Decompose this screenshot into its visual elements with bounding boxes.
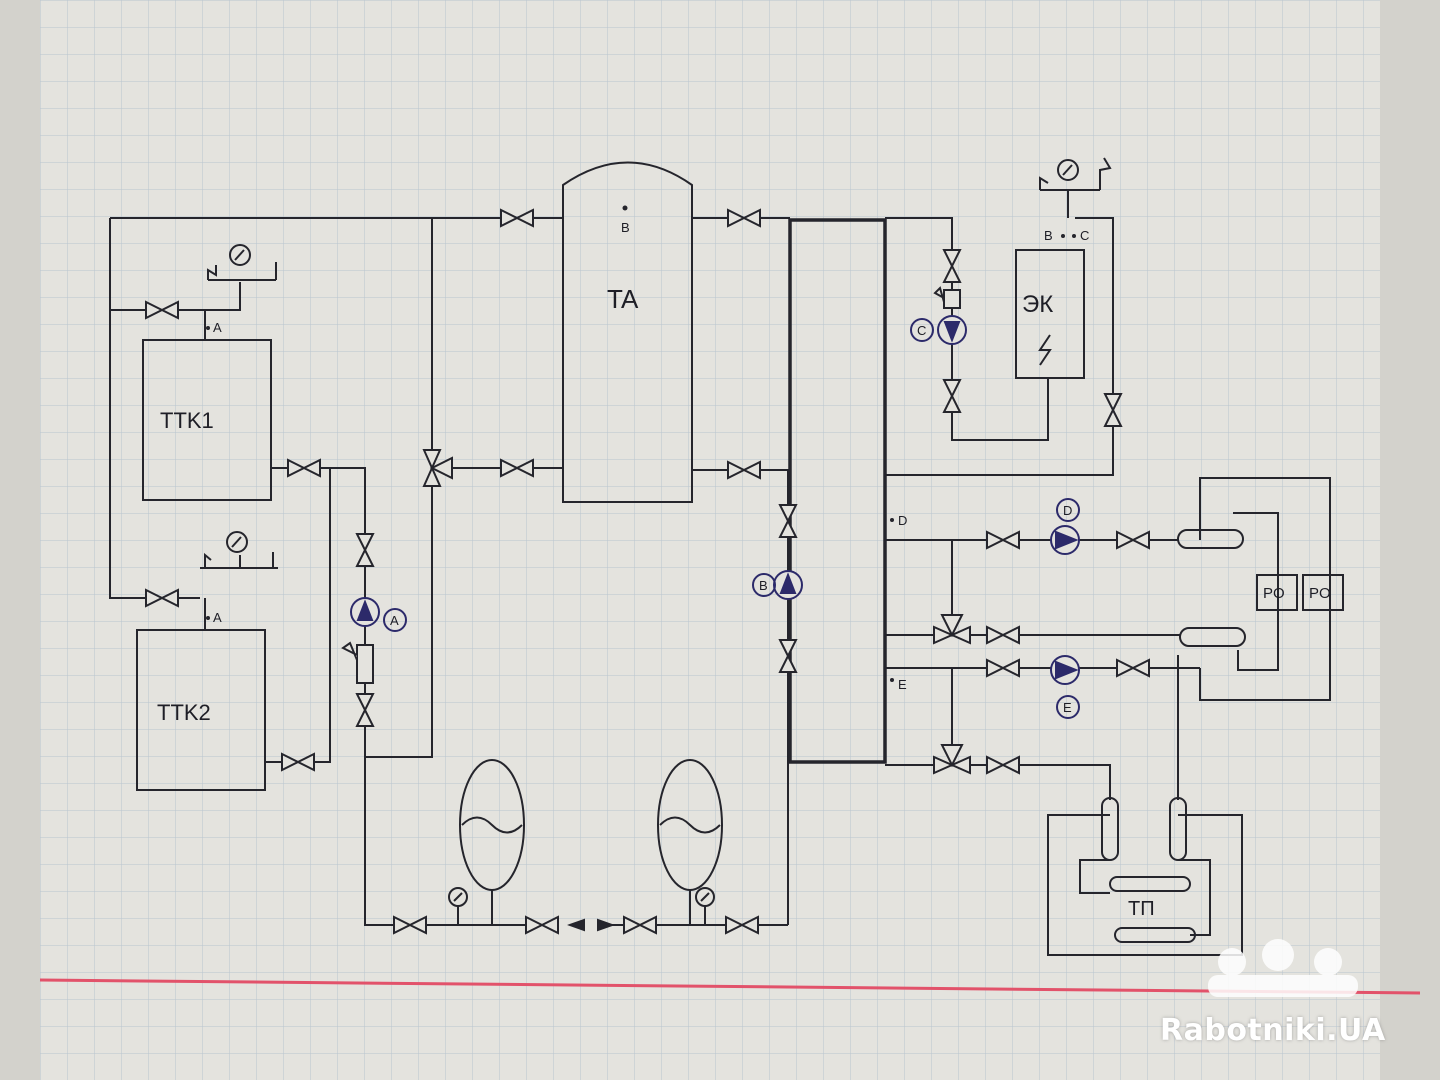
label-tank-accumulator: TA <box>607 284 639 314</box>
boiler-ttk1 <box>142 339 272 501</box>
label-regulator-1: PO <box>1263 585 1285 602</box>
pressure-gauge-icon <box>226 531 248 553</box>
pressure-gauge-icon <box>229 244 251 266</box>
expansion-vessel-1 <box>459 759 525 891</box>
manifold-return <box>1179 627 1246 647</box>
point-d-collector: D <box>898 513 907 528</box>
three-workers-helmet-icon <box>1208 939 1358 997</box>
margin-line <box>39 978 1421 995</box>
pump-c-icon <box>937 315 967 345</box>
manifold-supply <box>1177 529 1244 549</box>
point-a-boiler1: A <box>213 320 222 335</box>
expansion-vessel-2 <box>657 759 723 891</box>
point-b-ek: B <box>1044 228 1053 243</box>
label-floor-heating: ТП <box>1128 898 1155 920</box>
strainer-icons <box>341 286 961 684</box>
point-e-collector: E <box>898 677 907 692</box>
pump-d-label: D <box>1063 503 1072 518</box>
label-boiler-2: TTK2 <box>157 700 211 725</box>
pump-e-icon <box>1050 655 1080 685</box>
label-regulator-2: PO <box>1309 585 1331 602</box>
equipment-labels: TTK1 TTK2 TA ЭК ТП PO PO <box>157 284 1331 920</box>
pump-b-label: B <box>759 578 768 593</box>
pump-labels: A B C D E <box>390 323 1072 715</box>
regulator-2-box <box>1302 574 1344 611</box>
electric-boiler <box>1015 249 1085 379</box>
three-way-valve <box>422 449 971 775</box>
hydraulic-collector <box>788 218 887 764</box>
floor-manifold-left <box>1101 797 1119 861</box>
gauges-and-vents <box>200 157 1112 932</box>
point-a-boiler2: A <box>213 610 222 625</box>
pump-a-icon <box>350 597 380 627</box>
point-b-tank: B <box>621 220 630 235</box>
floor-loop-pipe-2 <box>1114 927 1196 943</box>
label-electric-boiler: ЭК <box>1022 291 1053 318</box>
tank-accumulator <box>562 161 693 503</box>
point-labels: A A B B C D E <box>206 205 1089 692</box>
floor-loop-pipe-1 <box>1109 876 1191 892</box>
pressure-gauge-icon <box>448 887 468 907</box>
point-c-ek: C <box>1080 228 1089 243</box>
pump-a-label: A <box>390 613 399 628</box>
pump-b-icon <box>773 570 803 600</box>
pump-e-label: E <box>1063 700 1072 715</box>
pressure-gauge-icon <box>1057 159 1079 181</box>
regulator-1-box <box>1256 574 1298 611</box>
heating-element-icon <box>1038 334 1052 366</box>
watermark-text: Rabotniki.UA <box>1160 1013 1386 1048</box>
pumps <box>350 315 1080 719</box>
pump-c-label: C <box>917 323 926 338</box>
label-boiler-1: TTK1 <box>160 408 214 433</box>
valves <box>145 209 1150 934</box>
pump-d-icon <box>1050 525 1080 555</box>
pressure-gauge-icon <box>695 887 715 907</box>
boiler-ttk2 <box>136 629 266 791</box>
floor-manifold-right <box>1169 797 1187 861</box>
